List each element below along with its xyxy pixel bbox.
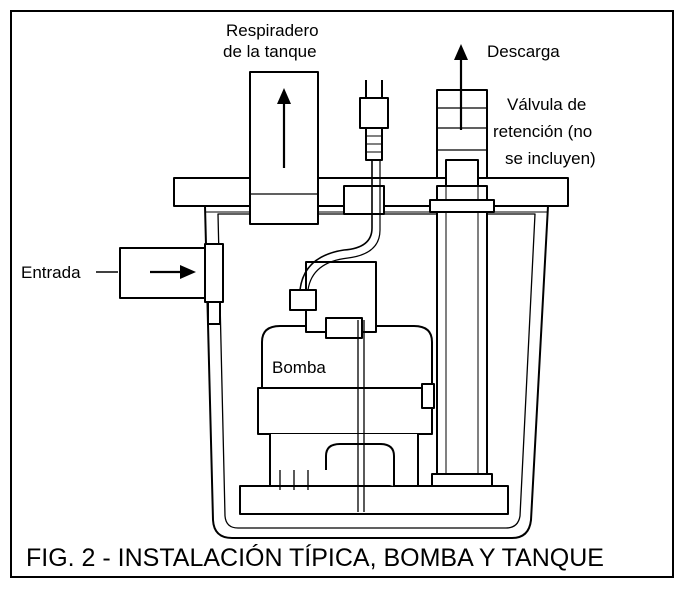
discharge-pipe [436,185,488,477]
discharge-label: Descarga [487,42,560,61]
valve-label-line2: retención (no [493,122,592,141]
vent-label-line1: Respiradero [226,21,319,40]
valve-label-line1: Válvula de [507,95,586,114]
valve-label-line3: se incluyen) [505,149,596,168]
pump-base [239,485,509,515]
vent-label-line2: de la tanque [223,42,317,61]
cord-grommet [343,185,385,215]
inlet-label: Entrada [21,263,81,282]
pump-housing [257,387,433,435]
pump-label: Bomba [272,358,326,377]
inlet-hub [204,243,224,303]
figure-border [10,10,674,578]
tank-inner-wall [217,213,536,529]
figure-caption: FIG. 2 - INSTALACIÓN TÍPICA, BOMBA Y TAN… [26,543,604,572]
float-switch [325,443,395,486]
power-plug [359,97,389,129]
power-cord [299,160,373,291]
